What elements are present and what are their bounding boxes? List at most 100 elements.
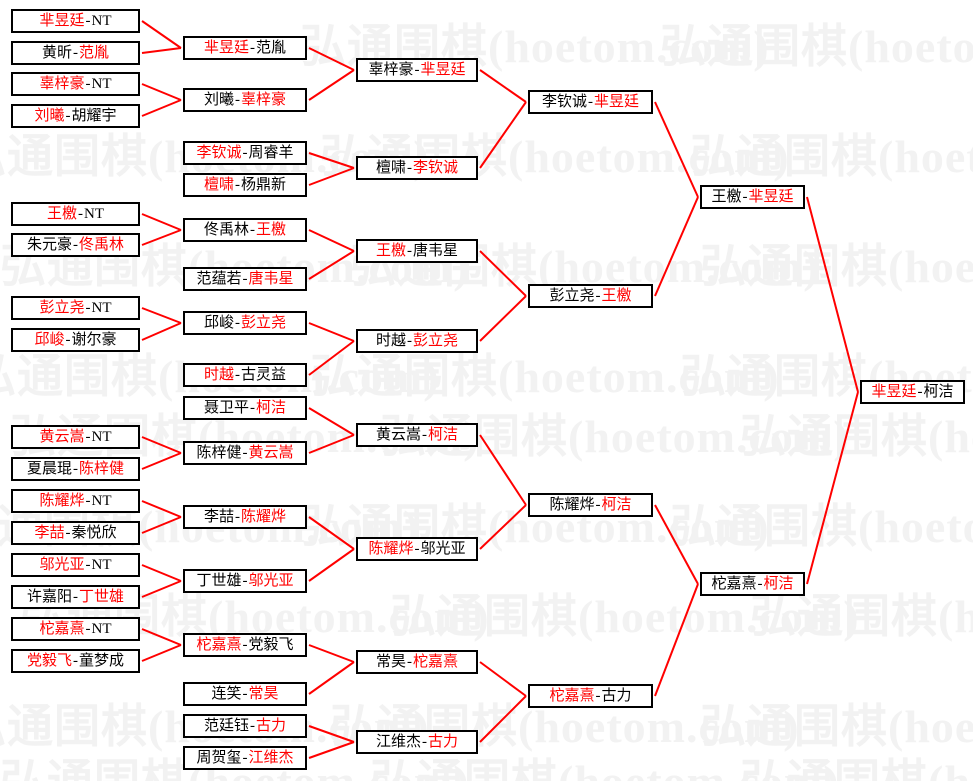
versus-separator: - [242,444,248,461]
connector-line [141,452,182,470]
match-box[interactable]: 刘曦-辜梓豪 [183,88,307,112]
player-left: 柁嘉熹 [711,575,757,592]
player-right: NT [84,205,104,222]
versus-separator: - [85,75,91,92]
versus-separator: - [250,39,255,56]
match-box[interactable]: 黄云嵩-柯洁 [356,423,478,447]
match-box[interactable]: 邬光亚-NT [11,553,140,577]
player-left: 刘曦 [34,107,65,124]
match-box[interactable]: 彭立尧-王檄 [528,284,653,308]
match-box[interactable]: 彭立尧-NT [11,296,140,320]
player-right: 周睿羊 [248,144,294,161]
player-left: 佟禹林 [203,221,249,238]
match-box[interactable]: 常昊-柁嘉熹 [356,650,478,674]
match-box[interactable]: 柁嘉熹-古力 [528,684,653,708]
match-box[interactable]: 范蕴若-唐韦星 [183,267,307,291]
player-left: 邱峻 [34,331,65,348]
connector-line [308,340,355,376]
match-box[interactable]: 李喆-秦悦欣 [11,521,140,545]
player-left: 陈耀烨 [368,540,414,557]
connector-line [479,504,527,550]
player-left: 周贺玺 [196,749,242,766]
match-box[interactable]: 芈昱廷-柯洁 [860,380,965,404]
player-left: 聂卫平 [203,399,249,416]
versus-separator: - [414,61,420,78]
connector-line [308,516,355,550]
versus-separator: - [407,653,412,670]
match-box[interactable]: 连笑-常昊 [183,682,307,706]
match-box[interactable]: 檀啸-李钦诚 [356,156,478,180]
versus-separator: - [250,399,255,416]
match-box[interactable]: 王檄-唐韦星 [356,239,478,263]
match-box[interactable]: 邱峻-谢尔豪 [11,328,140,352]
match-box[interactable]: 时越-彭立尧 [356,329,478,353]
match-box[interactable]: 佟禹林-王檄 [183,218,307,242]
match-box[interactable]: 陈耀烨-NT [11,489,140,513]
match-box[interactable]: 时越-古灵益 [183,363,307,387]
player-right: 柯洁 [923,383,954,400]
player-right: 古力 [256,717,287,734]
match-box[interactable]: 王檄-芈昱廷 [700,185,805,209]
connector-line [141,644,182,662]
match-box[interactable]: 柁嘉熹-NT [11,617,140,641]
match-box[interactable]: 柁嘉熹-柯洁 [700,572,805,596]
match-box[interactable]: 柁嘉熹-党毅飞 [183,633,307,657]
match-box[interactable]: 辜梓豪-NT [11,72,140,96]
match-box[interactable]: 朱元豪-佟禹林 [11,233,140,257]
match-box[interactable]: 范廷钰-古力 [183,714,307,738]
match-box[interactable]: 芈昱廷-范胤 [183,36,307,60]
match-box[interactable]: 党毅飞-童梦成 [11,649,140,673]
player-left: 陈耀烨 [39,492,85,509]
match-box[interactable]: 辜梓豪-芈昱廷 [356,58,478,82]
connector-line [141,516,182,534]
connector-line [308,407,355,436]
match-box[interactable]: 黄昕-范胤 [11,41,140,65]
match-box[interactable]: 王檄-NT [11,202,140,226]
versus-separator: - [407,242,412,259]
connector-line [141,500,182,518]
connector-line [479,250,527,297]
player-left: 芈昱廷 [203,39,249,56]
player-left: 李钦诚 [196,144,242,161]
versus-separator: - [422,426,427,443]
match-box[interactable]: 陈耀烨-邬光亚 [356,537,478,561]
player-left: 朱元豪 [26,236,72,253]
match-box[interactable]: 丁世雄-邬光亚 [183,569,307,593]
player-left: 陈耀烨 [549,496,595,513]
player-right: 邬光亚 [420,540,466,557]
connector-line [141,47,182,54]
connector-line [141,229,182,246]
player-right: 柯洁 [256,399,287,416]
player-right: 江维杰 [248,749,294,766]
match-box[interactable]: 李喆-陈耀烨 [183,505,307,529]
match-box[interactable]: 李钦诚-芈昱廷 [528,90,653,114]
player-right: 古力 [428,733,459,750]
match-box[interactable]: 夏晨琨-陈梓健 [11,457,140,481]
match-box[interactable]: 江维杰-古力 [356,730,478,754]
player-right: 谢尔豪 [71,331,117,348]
match-box[interactable]: 刘曦-胡耀宇 [11,104,140,128]
match-box[interactable]: 黄云嵩-NT [11,425,140,449]
player-right: 柯洁 [601,496,632,513]
player-left: 黄云嵩 [39,428,85,445]
match-box[interactable]: 周贺玺-江维杰 [183,746,307,770]
match-box[interactable]: 陈梓健-黄云嵩 [183,441,307,465]
match-box[interactable]: 陈耀烨-柯洁 [528,493,653,517]
versus-separator: - [73,236,78,253]
match-box[interactable]: 许嘉阳-丁世雄 [11,585,140,609]
player-right: 陈耀烨 [241,508,287,525]
match-box[interactable]: 邱峻-彭立尧 [183,311,307,335]
match-box[interactable]: 檀啸-杨鼎新 [183,173,307,197]
player-left: 丁世雄 [196,572,242,589]
match-box[interactable]: 聂卫平-柯洁 [183,396,307,420]
player-right: 唐韦星 [413,242,459,259]
player-right: 党毅飞 [248,636,294,653]
connector-line [141,628,182,646]
versus-separator: - [85,12,91,29]
connector-line [479,434,527,506]
player-left: 党毅飞 [26,652,72,669]
match-box[interactable]: 李钦诚-周睿羊 [183,141,307,165]
connector-line [308,644,355,663]
match-box[interactable]: 芈昱廷-NT [11,9,140,33]
watermark-text: 弘通围棋(hoetom.com) [700,241,973,292]
